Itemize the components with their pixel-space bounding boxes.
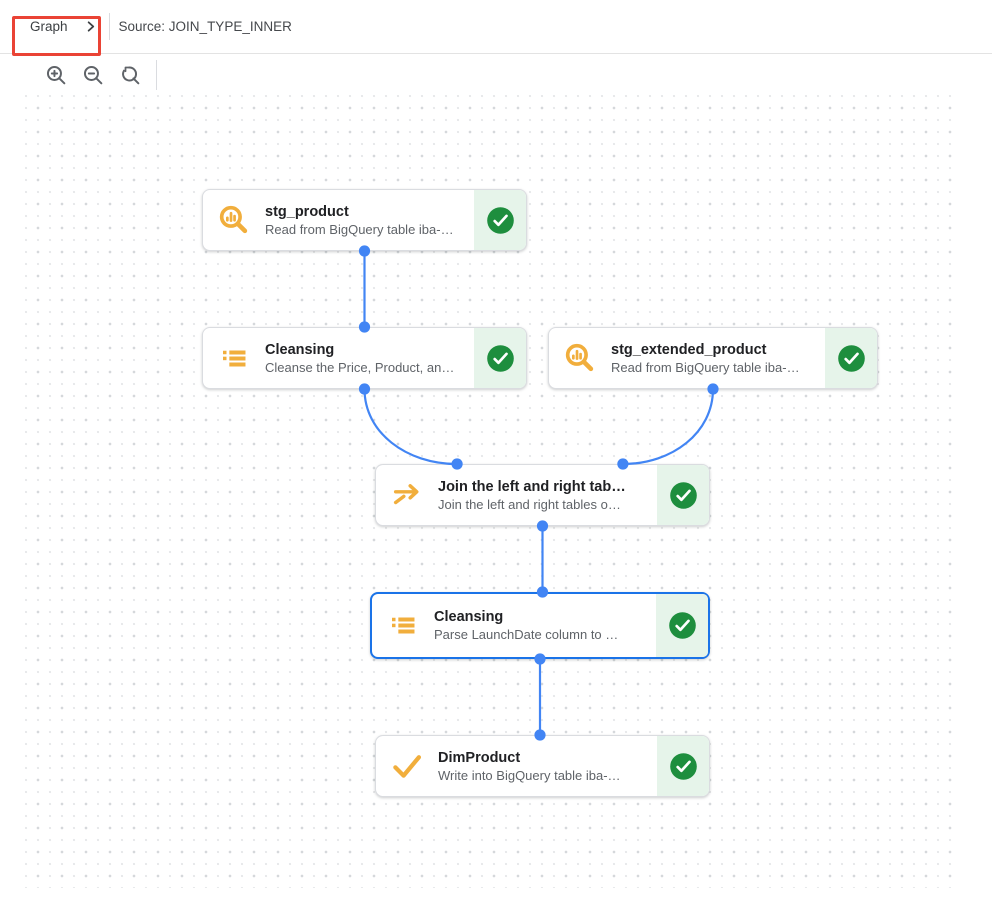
toolbar-divider <box>156 59 157 90</box>
breadcrumb-graph[interactable]: Graph <box>30 19 68 34</box>
check-icon <box>376 736 438 796</box>
node-title: Cleansing <box>434 609 504 625</box>
edge-cleansing-1-to-join <box>363 388 458 466</box>
zoom-out-button[interactable] <box>82 64 104 86</box>
join-arrow-icon <box>376 465 438 525</box>
profile-search-icon <box>549 328 611 388</box>
breadcrumb-bar: Graph Source: JOIN_TYPE_INNER <box>0 0 992 54</box>
pipeline-node-join[interactable]: Join the left and right tab…Join the lef… <box>375 464 710 526</box>
node-subtitle: Read from BigQuery table iba-… <box>611 359 800 375</box>
node-text: Join the left and right tab…Join the lef… <box>438 465 657 525</box>
edge-stg_extended_product-to-join <box>622 388 715 466</box>
status-success-badge <box>825 328 877 388</box>
zoom-reset-button[interactable] <box>119 64 141 86</box>
node-title: DimProduct <box>438 749 521 766</box>
breadcrumb-divider <box>108 13 110 40</box>
status-success-badge <box>657 465 709 525</box>
node-title: stg_extended_product <box>611 341 767 358</box>
node-subtitle: Write into BigQuery table iba-… <box>438 767 621 783</box>
zoom-out-icon <box>83 65 103 84</box>
node-title: Join the left and right tab… <box>438 478 626 495</box>
graph-toolbar <box>0 54 992 95</box>
recipe-list-icon <box>203 328 265 388</box>
status-success-badge <box>657 736 709 796</box>
zoom-in-button[interactable] <box>45 64 67 86</box>
node-title: Cleansing <box>265 341 335 358</box>
node-subtitle: Read from BigQuery table iba-… <box>265 221 454 237</box>
zoom-reset-icon <box>122 66 140 84</box>
status-success-badge <box>474 328 526 388</box>
profile-search-icon <box>203 190 265 250</box>
zoom-in-icon <box>46 65 66 84</box>
page-title: Source: JOIN_TYPE_INNER <box>118 19 292 34</box>
node-subtitle: Parse LaunchDate column to … <box>434 627 619 642</box>
node-subtitle: Cleanse the Price, Product, an… <box>265 359 455 375</box>
node-subtitle: Join the left and right tables o… <box>438 496 621 512</box>
status-success-badge <box>656 594 708 657</box>
recipe-list-icon <box>372 594 434 657</box>
chevron-right-icon <box>85 21 96 32</box>
status-success-badge <box>474 190 526 250</box>
node-title: stg_product <box>265 203 349 220</box>
